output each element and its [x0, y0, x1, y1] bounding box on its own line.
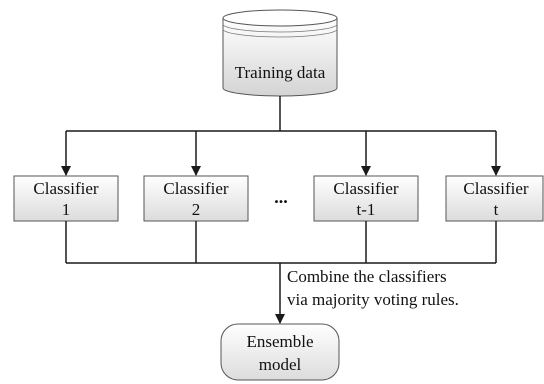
training-data-cylinder-ring-2 [222, 28, 338, 38]
ellipsis-label: ... [274, 187, 288, 207]
classifier-box-1: Classifier 1 [13, 175, 119, 222]
combination-connectors [65, 221, 497, 324]
classifier-1-index: 1 [62, 200, 71, 219]
classifier-box-2: Classifier 2 [143, 175, 249, 222]
classifier-box-t: Classifier t [445, 175, 544, 222]
distribution-connectors [61, 96, 501, 176]
classifier-t-index: t [494, 200, 499, 219]
classifier-box-t-1: Classifier t-1 [313, 175, 419, 222]
training-data-cylinder-body [222, 18, 338, 97]
training-data-cylinder-top [222, 9, 338, 27]
combine-note-line1: Combine the classifiers [287, 267, 447, 286]
training-data-label: Training data [235, 63, 326, 82]
classifier-t-label: Classifier [463, 179, 528, 198]
classifier-t-1-label: Classifier [333, 179, 398, 198]
ensemble-model-label-line2: model [259, 355, 302, 374]
training-data-node: Training data [222, 9, 338, 97]
classifier-2-index: 2 [192, 200, 201, 219]
training-data-cylinder-ring-1 [222, 23, 338, 33]
ensemble-model-label-line1: Ensemble [246, 332, 313, 351]
ensemble-model-node: Ensemble model [220, 323, 340, 381]
combine-note-line2: via majority voting rules. [287, 290, 459, 309]
classifier-1-label: Classifier [33, 179, 98, 198]
classifier-2-label: Classifier [163, 179, 228, 198]
classifier-t-1-index: t-1 [357, 200, 376, 219]
